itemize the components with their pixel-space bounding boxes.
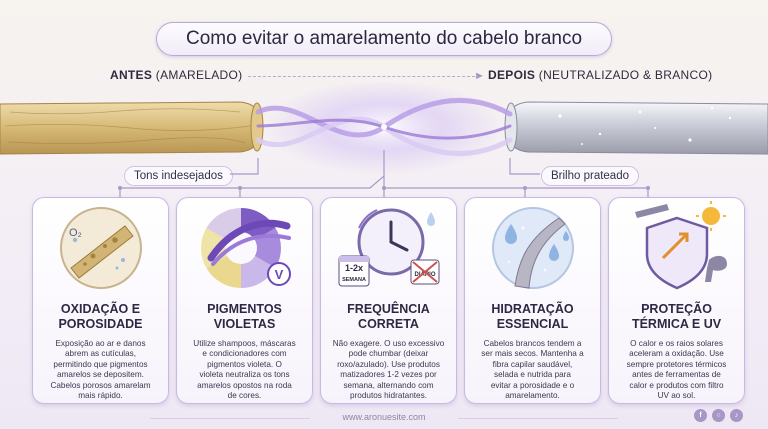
thermal-uv-shield-icon xyxy=(634,201,727,290)
hydration-drops-icon xyxy=(491,207,574,289)
callout-silver-shine: Brilho prateado xyxy=(541,166,639,186)
clock-calendar-icon: 1-2x SEMANA DIÁRIO xyxy=(338,208,439,287)
card-oxidation: O₂ OXIDAÇÃO E POROSIDADE Exposição ao ar… xyxy=(32,197,169,404)
after-label: DEPOIS (NEUTRALIZADO & BRANCO) xyxy=(488,68,713,82)
card-title: HIDRATAÇÃO ESSENCIAL xyxy=(491,302,574,331)
color-wheel-violet-icon: V xyxy=(200,208,291,288)
svg-text:1-2x: 1-2x xyxy=(344,263,362,273)
card-body: O calor e os raios solares aceleram a ox… xyxy=(626,339,727,401)
card-body: Utilize shampoos, máscaras e condicionad… xyxy=(193,339,296,401)
arrow-head-icon: ► xyxy=(474,70,485,82)
card-hydration: HIDRATAÇÃO ESSENCIAL Cabelos brancos ten… xyxy=(464,197,601,404)
card-thermal-uv: PROTEÇÃO TÉRMICA E UV O calor e os raios… xyxy=(608,197,745,404)
card-body: Exposição ao ar e danos abrem as cutícul… xyxy=(50,339,151,401)
card-title: FREQUÊNCIA CORRETA xyxy=(347,302,430,331)
svg-text:DIÁRIO: DIÁRIO xyxy=(414,271,435,278)
card-title: OXIDAÇÃO E POROSIDADE xyxy=(58,302,143,331)
page-title: Como evitar o amarelamento do cabelo bra… xyxy=(156,22,612,56)
oxidation-porous-strand-icon: O₂ xyxy=(59,207,142,289)
facebook-icon[interactable]: f xyxy=(694,409,707,422)
hair-strand-illustration xyxy=(0,82,768,175)
svg-text:O₂: O₂ xyxy=(69,227,82,239)
card-violet-pigments: V PIGMENTOS VIOLETAS Utilize shampoos, m… xyxy=(176,197,313,404)
transition-arrow xyxy=(248,76,480,77)
svg-text:SEMANA: SEMANA xyxy=(342,277,366,283)
yellow-strand-texture xyxy=(4,108,251,144)
before-label: ANTES (AMARELADO) xyxy=(110,68,243,82)
card-frequency: 1-2x SEMANA DIÁRIO FREQUÊNCIA CORRETA Nã… xyxy=(320,197,457,404)
footer-divider-left xyxy=(150,418,310,419)
silver-strand xyxy=(505,101,768,155)
silver-sparkles xyxy=(558,106,732,145)
svg-text:V: V xyxy=(274,267,283,282)
tiktok-icon[interactable]: ♪ xyxy=(730,409,743,422)
card-title: PROTEÇÃO TÉRMICA E UV xyxy=(631,302,722,331)
callout-unwanted-tones: Tons indesejados xyxy=(124,166,233,186)
footer-url[interactable]: www.aronuesite.com xyxy=(342,412,426,422)
card-body: Cabelos brancos tendem a ser mais secos.… xyxy=(481,339,584,401)
card-body: Não exagere. O uso excessivo pode chumba… xyxy=(332,339,445,401)
card-title: PIGMENTOS VIOLETAS xyxy=(207,302,282,331)
social-links: f ○ ♪ xyxy=(694,409,743,422)
sparkle-center xyxy=(381,124,387,130)
connector-lines xyxy=(118,150,650,197)
instagram-icon[interactable]: ○ xyxy=(712,409,725,422)
footer-divider-right xyxy=(458,418,618,419)
